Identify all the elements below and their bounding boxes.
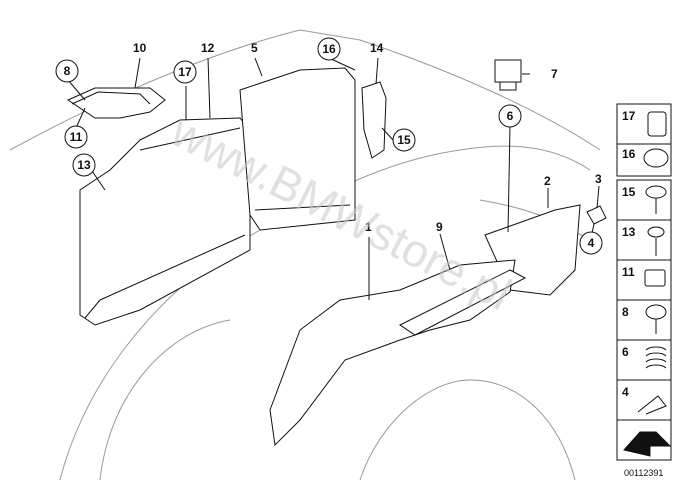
- side-box-13: [616, 219, 672, 261]
- part-14-bracket: [361, 81, 387, 159]
- callout-7: 7: [551, 67, 558, 81]
- callout-4: 4: [588, 236, 595, 250]
- image-code: 00112391: [624, 468, 663, 478]
- callout-5: 5: [251, 41, 258, 55]
- side-box-8: [616, 299, 672, 341]
- side-parts-panel: 17 16 15 13 11 8 6 4: [616, 103, 672, 461]
- side-label-8: 8: [622, 305, 629, 319]
- circled-callout-labels: 8 11 13 17 16 15 6 4: [64, 42, 595, 250]
- callout-3: 3: [595, 172, 602, 186]
- callout-9: 9: [436, 220, 443, 234]
- side-label-6: 6: [622, 345, 629, 359]
- side-label-11: 11: [622, 265, 635, 279]
- side-label-17: 17: [622, 109, 636, 123]
- circled-callouts: [55, 37, 603, 255]
- part-10-cover: [66, 87, 166, 119]
- part-3-clip: [586, 205, 607, 225]
- callout-12: 12: [201, 41, 215, 55]
- callout-16: 16: [322, 42, 336, 56]
- side-label-16: 16: [622, 147, 636, 161]
- callout-11: 11: [70, 130, 83, 144]
- callout-14: 14: [370, 41, 384, 55]
- part-12-side-trim: [79, 117, 251, 326]
- callouts: 10 12 5 14 7 2 3 1 9: [133, 41, 602, 234]
- callout-17: 17: [178, 65, 192, 79]
- part-9-sill-strip: [399, 269, 527, 336]
- callout-8: 8: [64, 64, 71, 78]
- callout-2: 2: [544, 174, 551, 188]
- side-label-4: 4: [622, 385, 629, 399]
- side-parts-icons: [623, 111, 672, 457]
- leader-lines: [67, 57, 600, 300]
- callout-13: 13: [77, 158, 91, 172]
- callout-15: 15: [397, 133, 411, 147]
- callout-6: 6: [507, 109, 514, 123]
- side-label-13: 13: [622, 225, 636, 239]
- part-7-clip: [494, 59, 522, 91]
- part-5-panel: [239, 67, 356, 231]
- callout-1: 1: [365, 220, 372, 234]
- side-label-15: 15: [622, 185, 636, 199]
- callout-10: 10: [133, 41, 147, 55]
